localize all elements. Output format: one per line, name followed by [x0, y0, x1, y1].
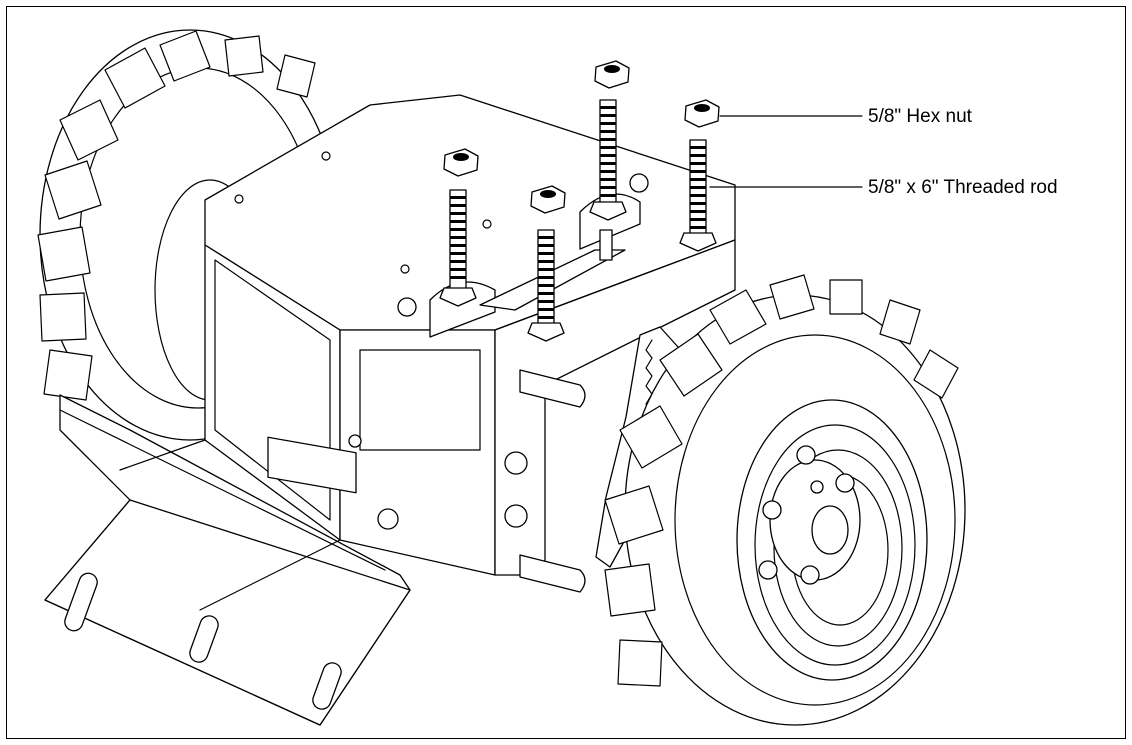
hex-nut-label: 5/8" Hex nut	[868, 106, 972, 127]
mounting-bracket	[44, 394, 411, 726]
hex-nut-callout-target	[684, 99, 720, 128]
threaded-rods	[439, 99, 717, 342]
threaded-rod-label: 5/8" x 6" Threaded rod	[868, 177, 1058, 198]
front-right-tire	[604, 274, 966, 726]
loose-hex-nuts	[443, 60, 720, 214]
